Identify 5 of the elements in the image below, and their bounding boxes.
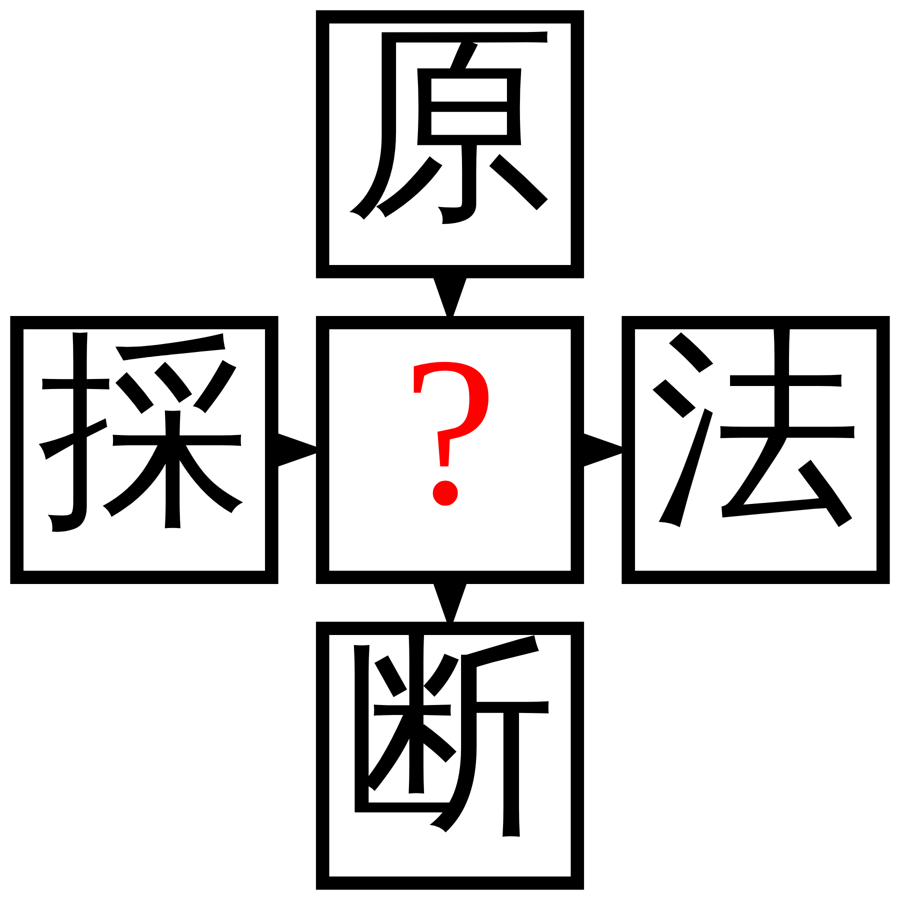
node-box: 採 (10, 316, 278, 584)
node-box: 断 (316, 622, 584, 890)
node-box: 原 (316, 10, 584, 278)
node-box: 法 (622, 316, 890, 584)
node-box: ? (316, 316, 584, 584)
